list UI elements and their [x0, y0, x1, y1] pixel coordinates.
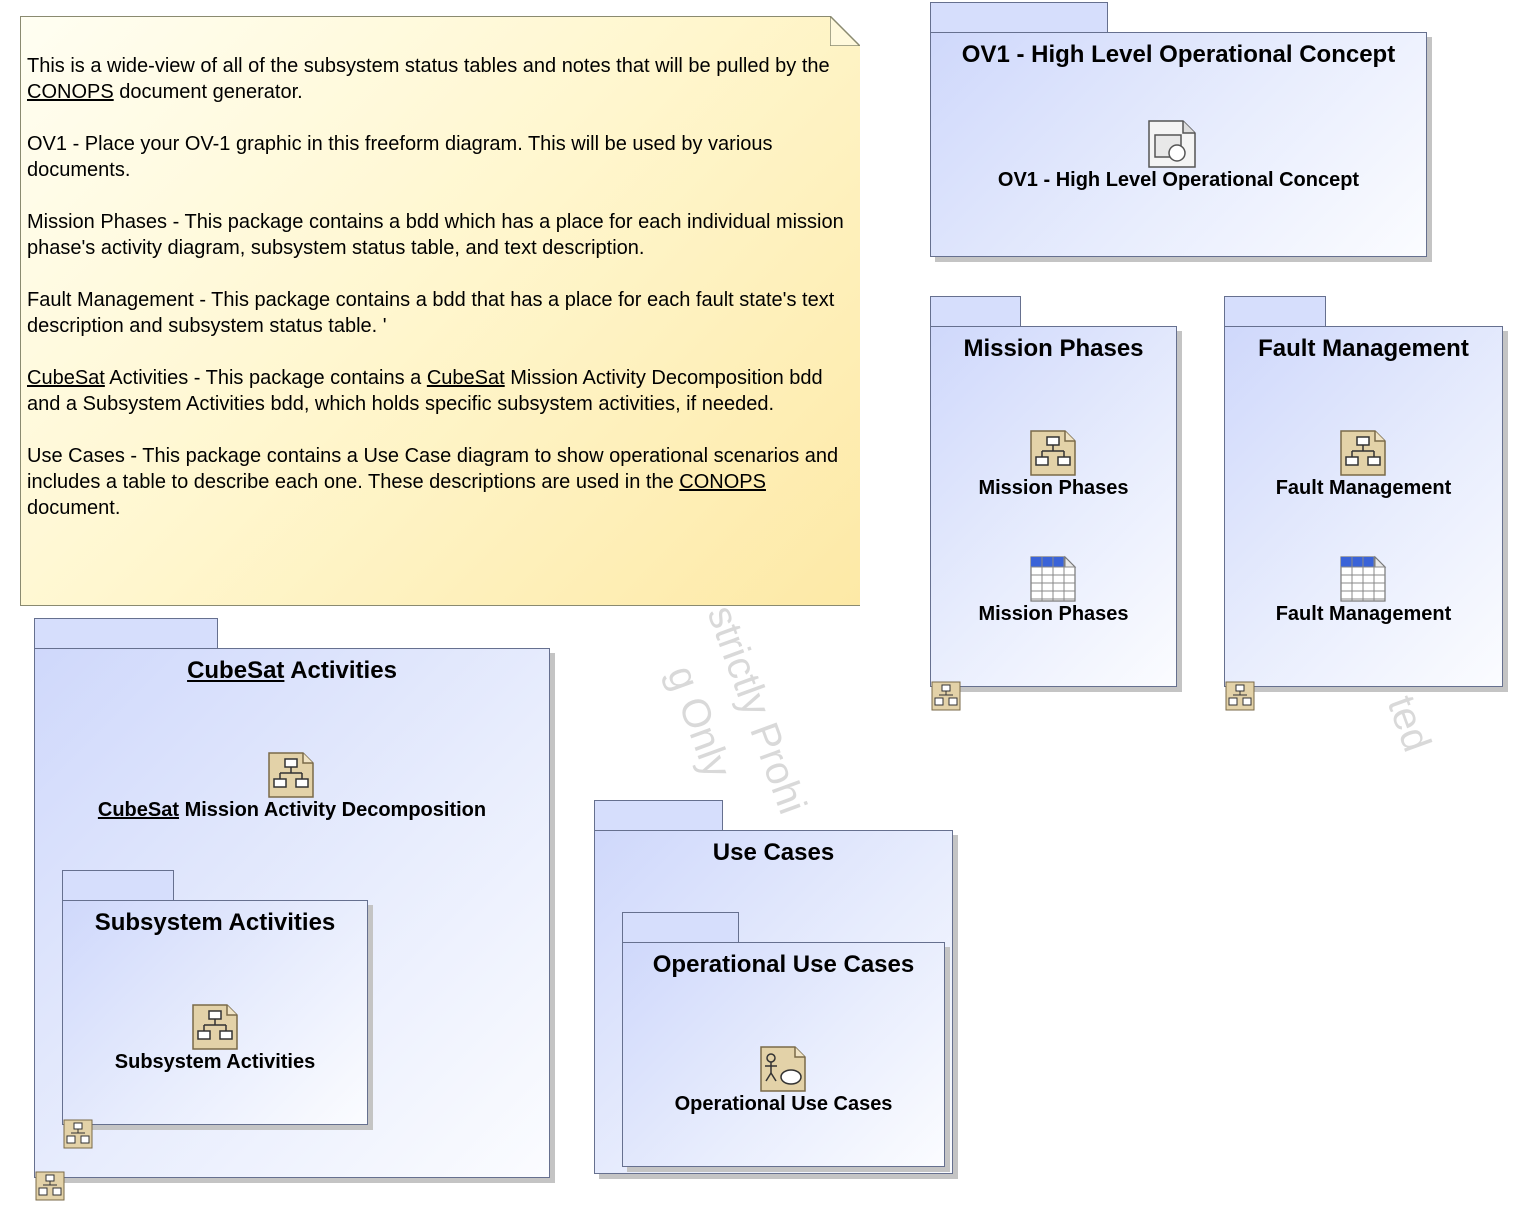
bdd-diagram-icon[interactable]: [1029, 429, 1077, 477]
note-link-text[interactable]: CONOPS: [679, 471, 766, 493]
fault-management-package[interactable]: Fault Management Fault Management Fault …: [1224, 326, 1503, 687]
fault-management-table-label[interactable]: Fault Management: [1275, 603, 1452, 625]
subsystem-activities-package-tab: [62, 870, 174, 901]
fault-management-package-tab: [1224, 296, 1326, 327]
freeform-diagram-icon[interactable]: [1147, 119, 1197, 169]
note-text-run: Mission Phases - This package contains a…: [27, 211, 844, 259]
subsystem-activities-bdd-label[interactable]: Subsystem Activities: [114, 1051, 316, 1073]
note-link-text[interactable]: CubeSat: [426, 367, 505, 389]
note-text-run: document.: [27, 497, 121, 519]
ov1-package[interactable]: OV1 - High Level Operational Concept OV1…: [930, 32, 1427, 257]
note-link-text[interactable]: CONOPS: [27, 81, 114, 103]
cubesat-decomp-label-underlined: CubeSat: [97, 799, 180, 821]
note-text-run: Use Cases - This package contains a Use …: [27, 445, 839, 493]
table-icon[interactable]: [1339, 555, 1387, 603]
note-fold-corner: [830, 16, 860, 46]
subsystem-activities-package[interactable]: Subsystem Activities Subsystem Activitie…: [62, 900, 368, 1125]
package-diagram-corner-icon: [63, 1119, 93, 1149]
subsystem-activities-package-title: Subsystem Activities: [94, 909, 336, 936]
mission-phases-package-title: Mission Phases: [963, 335, 1144, 362]
note-text-run: Mission Activity Decomposition bdd and a…: [27, 367, 823, 415]
mission-phases-table-label[interactable]: Mission Phases: [978, 603, 1129, 625]
note-paragraph: OV1 - Place your OV-1 graphic in this fr…: [27, 131, 853, 183]
bdd-diagram-icon[interactable]: [1339, 429, 1387, 477]
use-cases-package-title: Use Cases: [712, 839, 835, 866]
fault-management-package-title: Fault Management: [1258, 335, 1469, 362]
note-paragraph: Use Cases - This package contains a Use …: [27, 443, 853, 521]
note-text-run: document generator.: [113, 81, 303, 103]
note-text-run: Activities - This package contains a: [104, 367, 427, 389]
bdd-diagram-icon[interactable]: [191, 1003, 239, 1051]
ov1-diagram-label[interactable]: OV1 - High Level Operational Concept: [997, 169, 1360, 191]
fault-management-bdd-label[interactable]: Fault Management: [1275, 477, 1452, 499]
cubesat-activities-package-tab: [34, 618, 218, 649]
mission-phases-package[interactable]: Mission Phases Mission Phases Mission Ph…: [930, 326, 1177, 687]
note-text-run: OV1 - Place your OV-1 graphic in this fr…: [27, 133, 773, 181]
note-paragraph: CubeSat Activities - This package contai…: [27, 365, 853, 417]
operational-use-cases-package-tab: [622, 912, 739, 943]
ov1-package-title: OV1 - High Level Operational Concept: [961, 41, 1396, 68]
mission-phases-package-tab: [930, 296, 1021, 327]
mission-phases-bdd-label[interactable]: Mission Phases: [978, 477, 1129, 499]
documentation-note[interactable]: This is a wide-view of all of the subsys…: [20, 16, 860, 606]
watermark-text-3: ted: [1378, 690, 1440, 758]
note-text-run: Fault Management - This package contains…: [27, 289, 835, 337]
ov1-package-tab: [930, 2, 1108, 33]
operational-use-cases-package-title: Operational Use Cases: [652, 951, 915, 978]
use-case-diagram-icon[interactable]: [759, 1045, 807, 1093]
package-diagram-corner-icon: [35, 1171, 65, 1201]
note-text-run: This is a wide-view of all of the subsys…: [27, 55, 830, 77]
note-link-text[interactable]: CubeSat: [27, 367, 105, 389]
note-paragraph: Fault Management - This package contains…: [27, 287, 853, 339]
operational-use-cases-diagram-label[interactable]: Operational Use Cases: [674, 1093, 893, 1115]
cubesat-activities-title-underlined: CubeSat: [187, 657, 285, 684]
cubesat-mission-activity-decomposition-label[interactable]: CubeSat Mission Activity Decomposition: [35, 799, 549, 822]
table-icon[interactable]: [1029, 555, 1077, 603]
use-cases-package-tab: [594, 800, 723, 831]
cubesat-decomp-label-rest: Mission Activity Decomposition: [179, 799, 487, 821]
cubesat-activities-package-title: CubeSat Activities: [35, 657, 549, 685]
note-text: This is a wide-view of all of the subsys…: [27, 53, 853, 547]
bdd-diagram-icon[interactable]: [267, 751, 315, 799]
note-paragraph: This is a wide-view of all of the subsys…: [27, 53, 853, 105]
package-diagram-corner-icon: [1225, 681, 1255, 711]
note-paragraph: Mission Phases - This package contains a…: [27, 209, 853, 261]
operational-use-cases-package[interactable]: Operational Use Cases Operational Use Ca…: [622, 942, 945, 1167]
package-diagram-corner-icon: [931, 681, 961, 711]
cubesat-activities-title-rest: Activities: [284, 657, 397, 684]
